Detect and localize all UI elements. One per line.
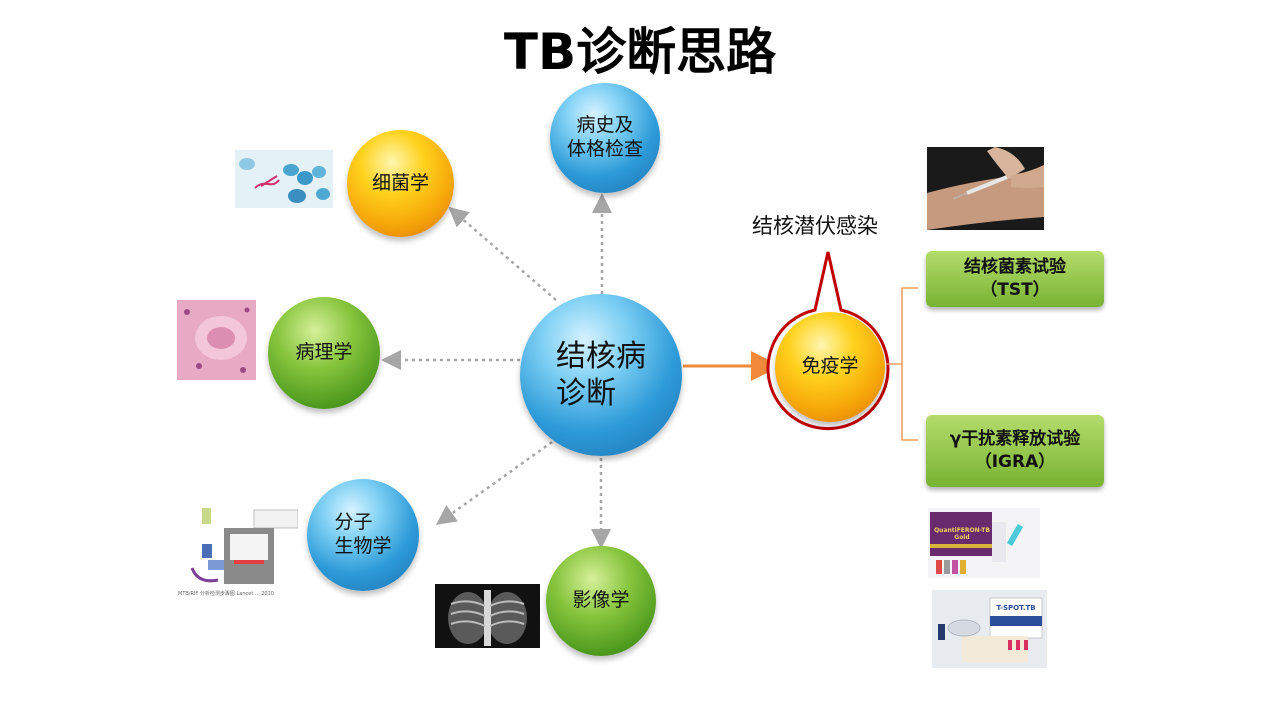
molecular-caption: MTB/RIF 分析检测步骤图 Lancet ... 2010 bbox=[178, 591, 274, 597]
node-molecular-biology[interactable]: 分子 生物学 bbox=[307, 479, 419, 591]
pathology-histology-image bbox=[177, 300, 256, 380]
molecular-workflow-image: MTB/RIF 分析检测步骤图 Lancet ... 2010 bbox=[178, 498, 298, 600]
tspot-kit-image: T-SPOT.TB bbox=[932, 590, 1047, 668]
quantiferon-kit-label: QuantiFERON-TB Gold bbox=[934, 527, 990, 541]
node-history-exam[interactable]: 病史及 体格检查 bbox=[550, 83, 660, 193]
node-imaging[interactable]: 影像学 bbox=[546, 546, 656, 656]
chest-xray-image bbox=[435, 584, 540, 648]
arrow-to-molecular bbox=[435, 440, 553, 525]
node-bacteriology[interactable]: 细菌学 bbox=[347, 130, 454, 237]
callout-label-latent-tb: 结核潜伏感染 bbox=[752, 214, 878, 238]
page-title: TB诊断思路 bbox=[503, 23, 777, 81]
skin-test-injection-image bbox=[927, 147, 1044, 230]
bacteria-micrograph-image bbox=[235, 150, 333, 208]
tspot-kit-label: T-SPOT.TB bbox=[996, 604, 1036, 612]
quantiferon-kit-image: QuantiFERON-TB Gold bbox=[928, 508, 1040, 578]
node-immunology[interactable]: 免疫学 bbox=[775, 312, 885, 422]
arrow-to-bacteriology bbox=[448, 206, 557, 301]
test-box-tst[interactable]: 结核菌素试验 （TST） bbox=[926, 251, 1104, 307]
node-pathology[interactable]: 病理学 bbox=[268, 297, 380, 409]
center-node-tb-diagnosis[interactable]: 结核病 诊断 bbox=[520, 294, 682, 456]
test-bracket bbox=[886, 287, 918, 441]
test-box-igra[interactable]: γ干扰素释放试验 （IGRA） bbox=[926, 415, 1104, 487]
